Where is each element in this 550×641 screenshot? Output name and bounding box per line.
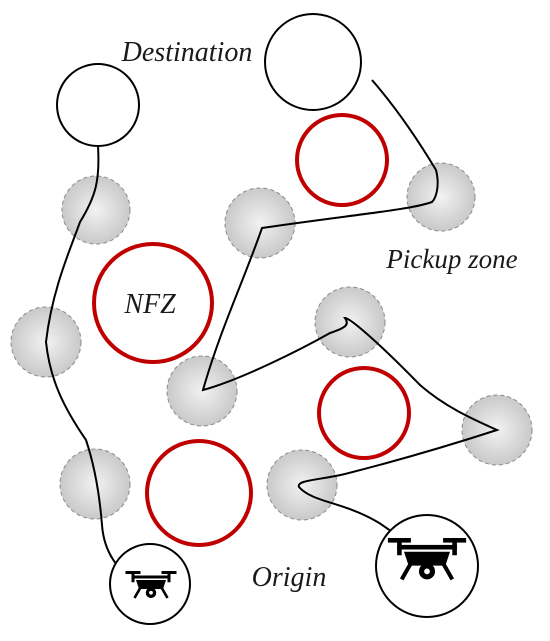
origin-label: Origin (252, 562, 327, 593)
waypoint-zones (10, 162, 533, 521)
waypoint-zone (406, 162, 476, 232)
no-fly-zones (92, 113, 411, 547)
flight-path-right (201, 79, 500, 551)
waypoint-zone (224, 187, 296, 259)
pickup-zone-label: Pickup zone (385, 244, 517, 274)
no-fly-zone (92, 242, 214, 364)
no-fly-zone (295, 113, 389, 207)
destination-node (264, 13, 362, 111)
no-fly-zone (145, 439, 253, 547)
no-fly-zone (317, 366, 411, 460)
waypoint-zone (266, 449, 338, 521)
waypoint-zone (59, 448, 131, 520)
flight-path-left (44, 145, 139, 583)
destination-label: Destination (121, 37, 253, 68)
nfz-label: NFZ (123, 289, 176, 320)
destination-node-left (56, 63, 140, 147)
waypoint-zone (314, 286, 386, 358)
